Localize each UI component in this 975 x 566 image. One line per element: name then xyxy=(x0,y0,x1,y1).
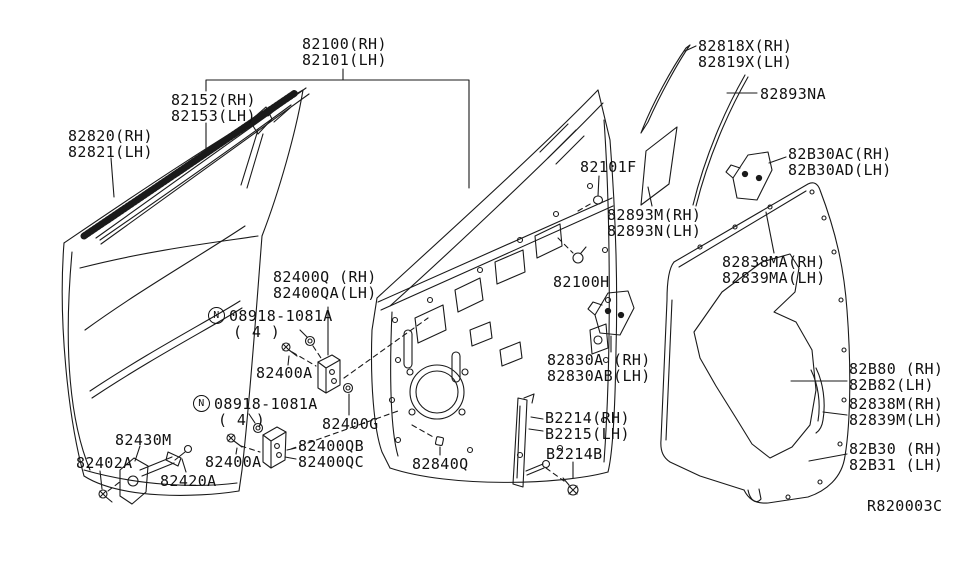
part-number-text: 82830AB(LH) xyxy=(547,367,651,385)
part-number-text: 82821(LH) xyxy=(68,143,153,161)
screw-82402a-drawing xyxy=(98,489,113,503)
circled-n-icon: N xyxy=(208,307,225,324)
sash-tape-rear-drawing xyxy=(692,74,749,207)
sash-tape-drawing xyxy=(640,44,691,134)
part-label-drawing-ref: R820003C xyxy=(867,498,942,514)
part-label-82B30: 82B30 (RH)82B31 (LH) xyxy=(849,441,943,473)
part-number-text: 82400G xyxy=(322,415,379,433)
part-label-82101F: 82101F xyxy=(580,159,637,175)
part-label-82100: 82100(RH)82101(LH) xyxy=(302,36,387,68)
part-number-text: 82153(LH) xyxy=(171,107,256,125)
upper-hinge-drawing xyxy=(281,335,341,394)
part-number-text: 82400Q (RH) xyxy=(273,268,377,286)
part-number-text: 82B30AD(LH) xyxy=(788,161,892,179)
part-number-text: 82818X(RH) xyxy=(698,37,793,55)
door-outer-panel-drawing xyxy=(61,89,304,496)
part-number-text: 82893N(LH) xyxy=(607,222,702,240)
grommet-82840q-drawing xyxy=(434,436,445,447)
part-label-B2214B: B2214B xyxy=(546,446,603,462)
part-number-text: 82400A xyxy=(205,453,262,471)
part-number-text: 82400QB xyxy=(298,437,365,455)
part-number-text: 82402A xyxy=(76,454,133,472)
glass-run-drawing xyxy=(640,126,678,206)
part-number-text: 08918-1081A xyxy=(214,394,318,413)
part-number-text: ( 4 ) xyxy=(218,411,266,429)
part-label-82893NA: 82893NA xyxy=(760,86,826,102)
weatherstrip-loop-drawing xyxy=(660,182,851,504)
part-number-text: 82400QA(LH) xyxy=(273,284,377,302)
part-number-text: 82B30AC(RH) xyxy=(788,145,892,163)
part-number-text: ( 4 ) xyxy=(233,323,281,341)
door-seal-patch-drawing xyxy=(693,253,817,459)
part-number-text: 82101F xyxy=(580,158,637,176)
part-label-82402A: 82402A xyxy=(76,455,133,471)
part-number-text: 82B80 (RH) xyxy=(849,360,944,378)
part-label-82893M: 82893M(RH)82893N(LH) xyxy=(607,207,701,239)
part-number-text: 82430M xyxy=(115,431,172,449)
circled-n-icon: N xyxy=(193,395,210,412)
part-number-text: 82819X(LH) xyxy=(698,53,793,71)
part-number-text: B2214B xyxy=(546,445,603,463)
part-number-text: 82839M(LH) xyxy=(849,411,944,429)
part-label-82B30AC: 82B30AC(RH)82B30AD(LH) xyxy=(788,146,892,178)
part-number-text: 82400A xyxy=(256,364,313,382)
corner-seal-bracket-right-drawing xyxy=(725,151,773,201)
part-label-82400Q: 82400Q (RH)82400QA(LH) xyxy=(273,269,377,301)
part-number-text: 82840Q xyxy=(412,455,469,473)
corner-seal-bracket-center-drawing xyxy=(587,290,635,336)
part-label-82838MA: 82838MA(RH)82839MA(LH) xyxy=(722,254,826,286)
part-number-text: 82B30 (RH) xyxy=(849,440,944,458)
part-number-text: 08918-1081A xyxy=(229,306,333,325)
division-bar-drawing xyxy=(512,393,551,488)
leader-lines xyxy=(99,45,848,490)
part-number-text: 82101(LH) xyxy=(302,51,387,69)
part-label-82820: 82820(RH)82821(LH) xyxy=(68,128,153,160)
part-number-text: 82838MA(RH) xyxy=(722,253,826,271)
hinge-nut-82400g-drawing xyxy=(342,382,354,394)
part-number-text: 82B31 (LH) xyxy=(849,456,944,474)
part-number-text: 82400QC xyxy=(298,453,365,471)
part-number-text: B2214(RH) xyxy=(545,409,630,427)
part-label-82420A: 82420A xyxy=(160,473,217,489)
part-number-text: 82420A xyxy=(160,472,217,490)
door-check-link-drawing xyxy=(119,444,193,505)
part-number-text: 82839MA(LH) xyxy=(722,269,826,287)
part-label-82152: 82152(RH)82153(LH) xyxy=(171,92,256,124)
grommet-82100h-drawing xyxy=(572,246,587,264)
part-number-text: 82820(RH) xyxy=(68,127,153,145)
part-label-82838M: 82838M(RH)82839M(LH) xyxy=(849,396,943,428)
part-number-text: 82893M(RH) xyxy=(607,206,702,224)
seal-strip-drawing xyxy=(810,367,825,434)
part-number-text: 82100(RH) xyxy=(302,35,387,53)
part-label-82818X: 82818X(RH)82819X(LH) xyxy=(698,38,792,70)
part-number-text: R820003C xyxy=(867,497,943,515)
part-label-82830A: 82830A (RH)82830AB(LH) xyxy=(547,352,651,384)
door-inner-panel-drawing xyxy=(370,89,618,483)
hatched-moulding-drawing xyxy=(80,89,299,240)
part-label-82430M: 82430M xyxy=(115,432,172,448)
screw-b2214b-drawing xyxy=(562,477,579,496)
part-label-82100H: 82100H xyxy=(553,274,610,290)
part-number-text: 82100H xyxy=(553,273,610,291)
part-label-82400A-lower: 82400A xyxy=(205,454,262,470)
part-number-text: 82893NA xyxy=(760,85,827,103)
part-number-text: B2215(LH) xyxy=(545,425,630,443)
dashed-assembly-lines xyxy=(107,202,593,492)
part-label-B2214: B2214(RH)B2215(LH) xyxy=(545,410,630,442)
part-number-text: 82B82(LH) xyxy=(849,376,934,394)
part-label-82840Q: 82840Q xyxy=(412,456,469,472)
part-label-82400G: 82400G xyxy=(322,416,379,432)
part-number-text: 82830A (RH) xyxy=(547,351,651,369)
part-number-text: 82838M(RH) xyxy=(849,395,944,413)
part-label-82B80: 82B80 (RH)82B82(LH) xyxy=(849,361,943,393)
part-number-text: 82152(RH) xyxy=(171,91,256,109)
part-label-82400A-upper: 82400A xyxy=(256,365,313,381)
